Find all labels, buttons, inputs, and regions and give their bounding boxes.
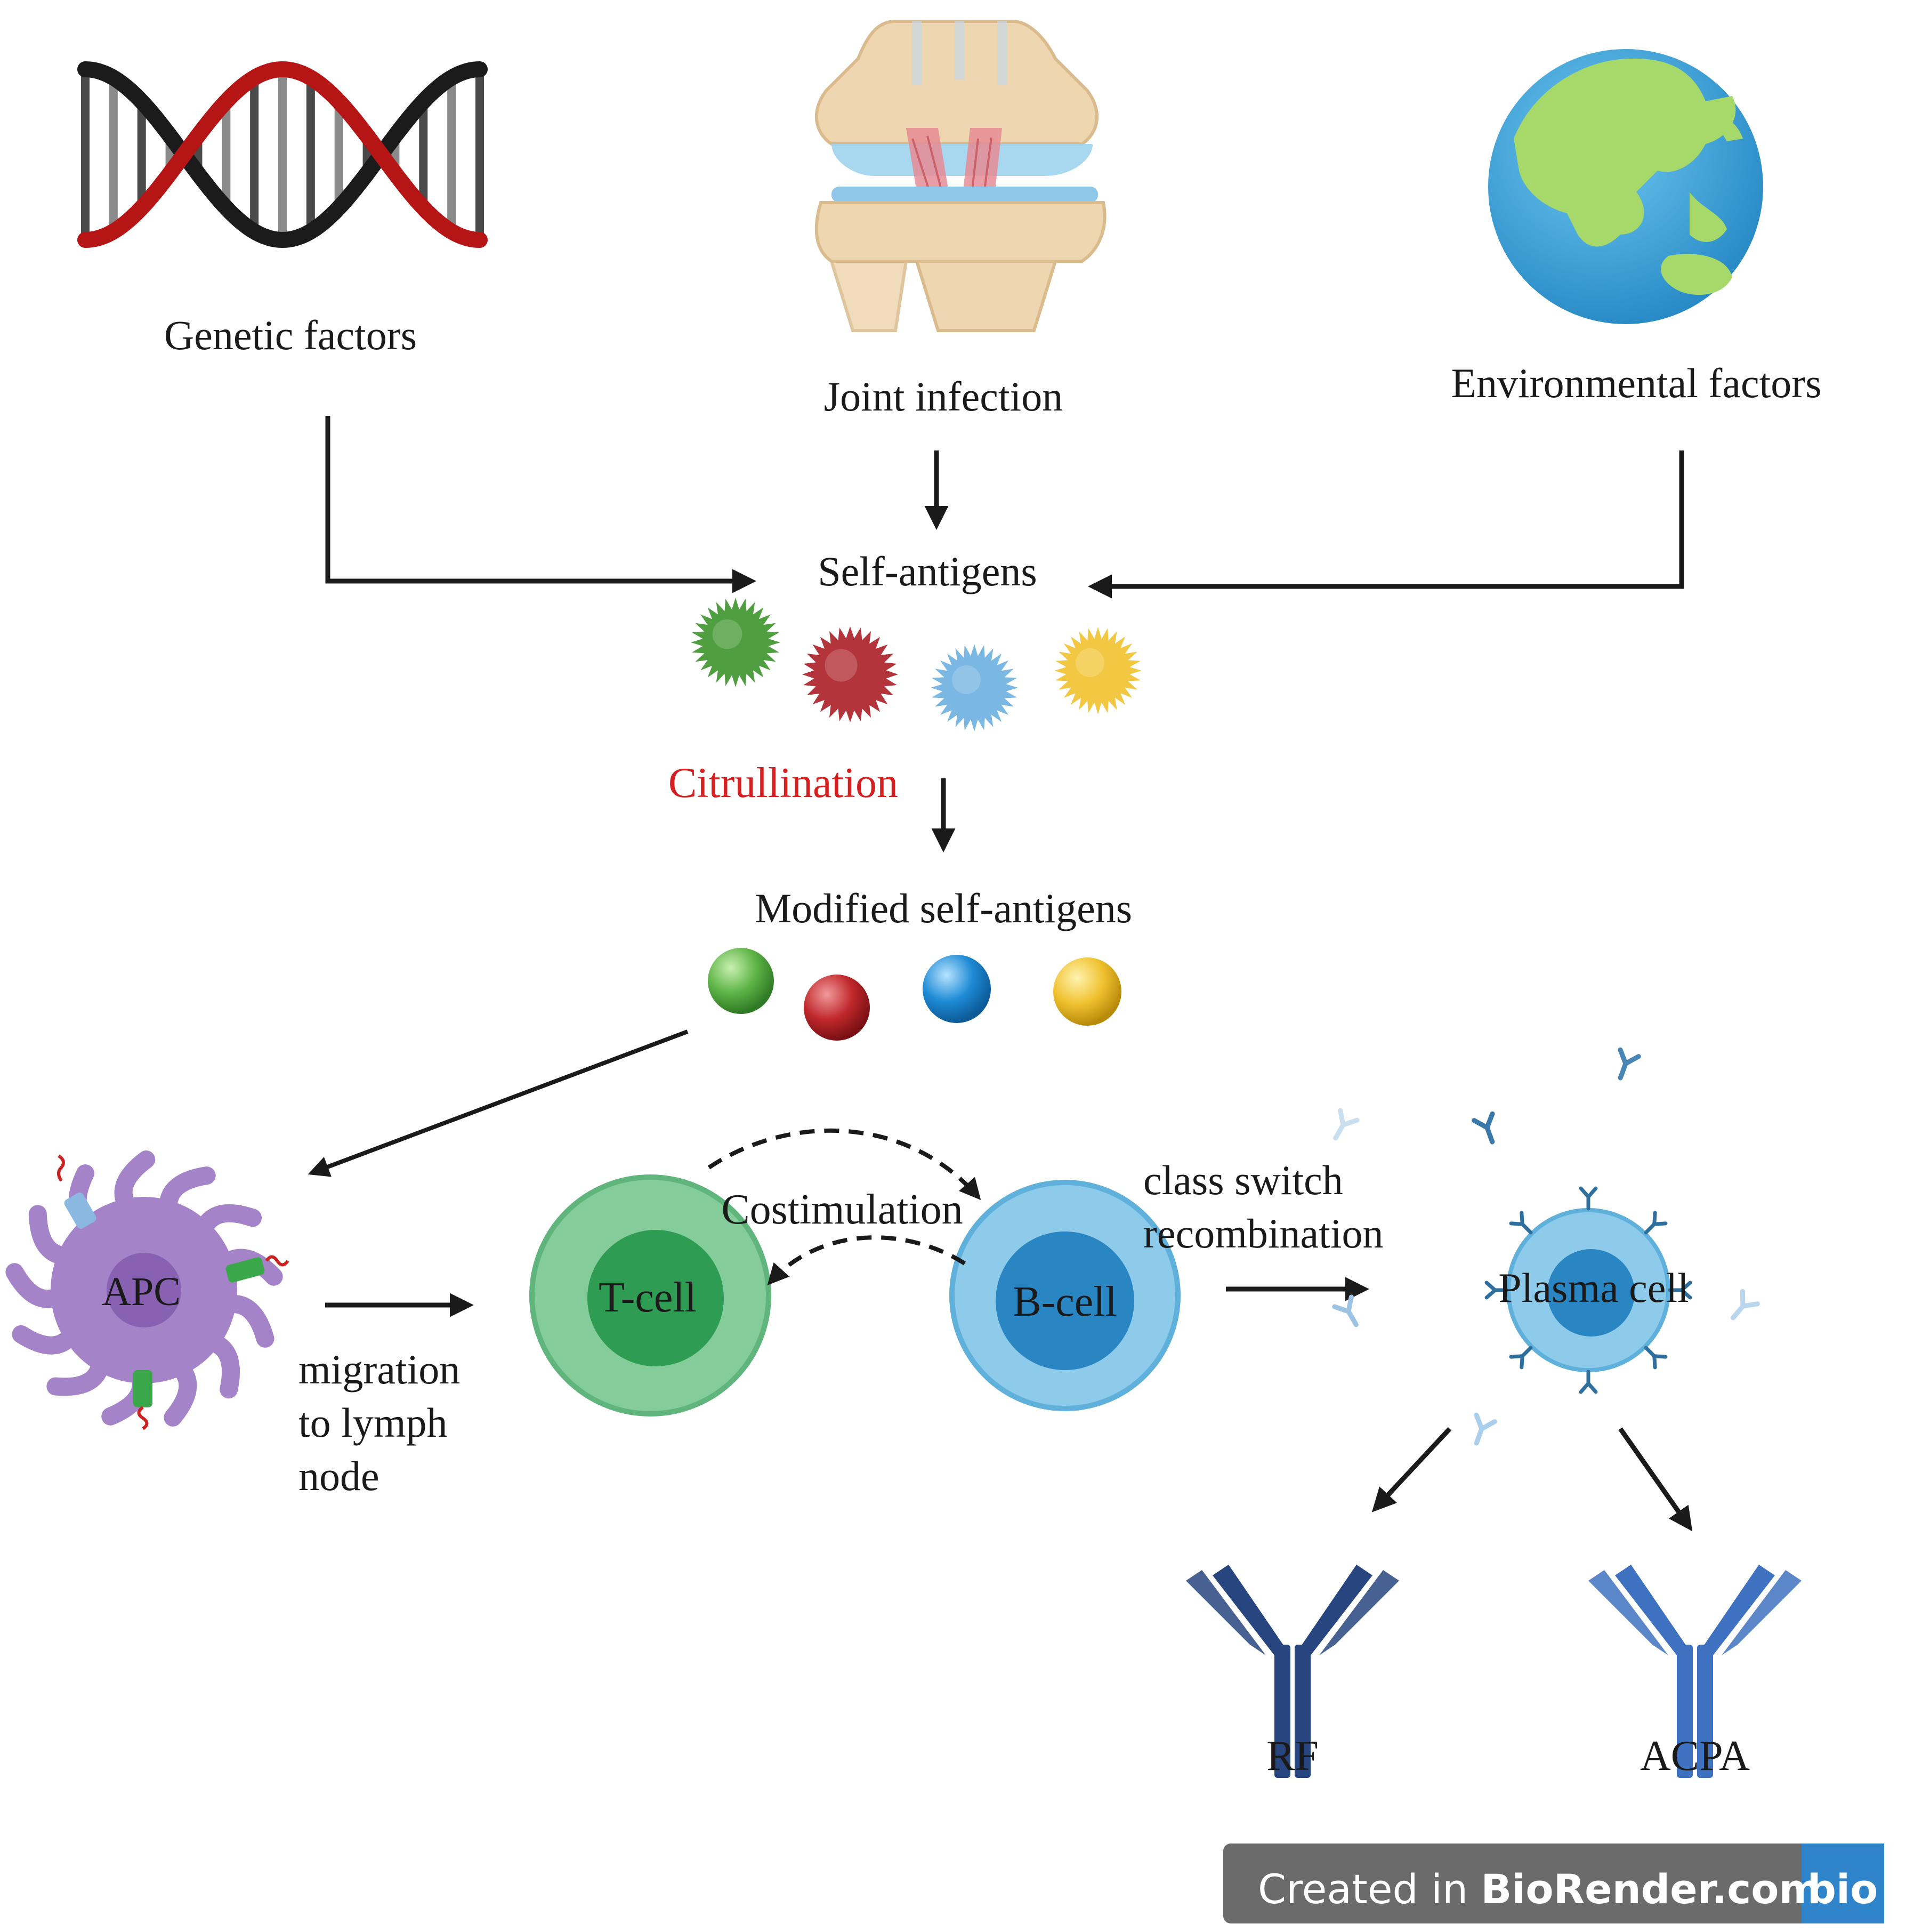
environmental-factors-label: Environmental factors [1451,360,1821,406]
b-cell [949,1180,1181,1411]
apc-label: APC [102,1269,181,1314]
migration-label-line2: to lymph [298,1399,448,1446]
sphere-antigen-yellow [1053,957,1121,1026]
environment-to-antigen-arrow [1088,450,1684,599]
genetic-to-antigen-arrow [325,416,756,593]
spiky-antigen-yellow [1054,627,1142,714]
migration-label-line1: migration [298,1346,460,1392]
joint-infection-label: Joint infection [824,373,1063,420]
sphere-antigen-blue [923,955,991,1023]
knee-joint-icon [814,20,1107,332]
badge-text: Created in BioRender.com [1258,1865,1821,1913]
sphere-antigen-green [708,948,774,1014]
spiky-antigen-red [802,626,898,722]
spiky-antigen-blue [931,644,1018,731]
plasma-to-acpa-arrow [1618,1427,1693,1532]
apc-cell [5,1150,289,1430]
plasma-cell [1487,1188,1690,1392]
costimulation-arrow-back [767,1235,966,1285]
antigen-to-apc-arrow [308,1029,689,1177]
migration-label-line3: node [298,1453,379,1499]
plasma-to-rf-arrow [1371,1427,1452,1512]
biorender-badge[interactable]: Created in BioRender.com bio [1223,1844,1884,1923]
citrullination-label: Citrullination [668,760,898,807]
dna-icon [77,61,488,248]
acpa-antibody-icon [1588,1565,1802,1778]
spiky-antigen-green [691,598,780,687]
acpa-label: ACPA [1640,1733,1750,1780]
rf-label: RF [1266,1733,1319,1780]
plasma-cell-label: Plasma cell [1498,1265,1689,1311]
t-cell-label: T-cell [599,1274,697,1321]
globe-icon [1488,49,1763,324]
spiky-antigen-group [691,598,1142,731]
class-switch-label-line1: class switch [1143,1157,1343,1203]
class-switch-label-line2: recombination [1143,1210,1384,1257]
rf-antibody-icon [1186,1565,1399,1778]
costimulation-label: Costimulation [721,1186,963,1233]
costimulation-arrow-forward [707,1128,981,1201]
self-antigens-label: Self-antigens [818,548,1037,594]
sphere-antigen-group [708,948,1121,1041]
sphere-antigen-red [804,975,870,1041]
biorender-logo: bio [1807,1865,1878,1913]
genetic-factors-label: Genetic factors [164,312,417,358]
modified-self-antigens-label: Modified self-antigens [755,885,1132,931]
b-cell-label: B-cell [1013,1278,1117,1325]
t-cell [529,1174,771,1416]
